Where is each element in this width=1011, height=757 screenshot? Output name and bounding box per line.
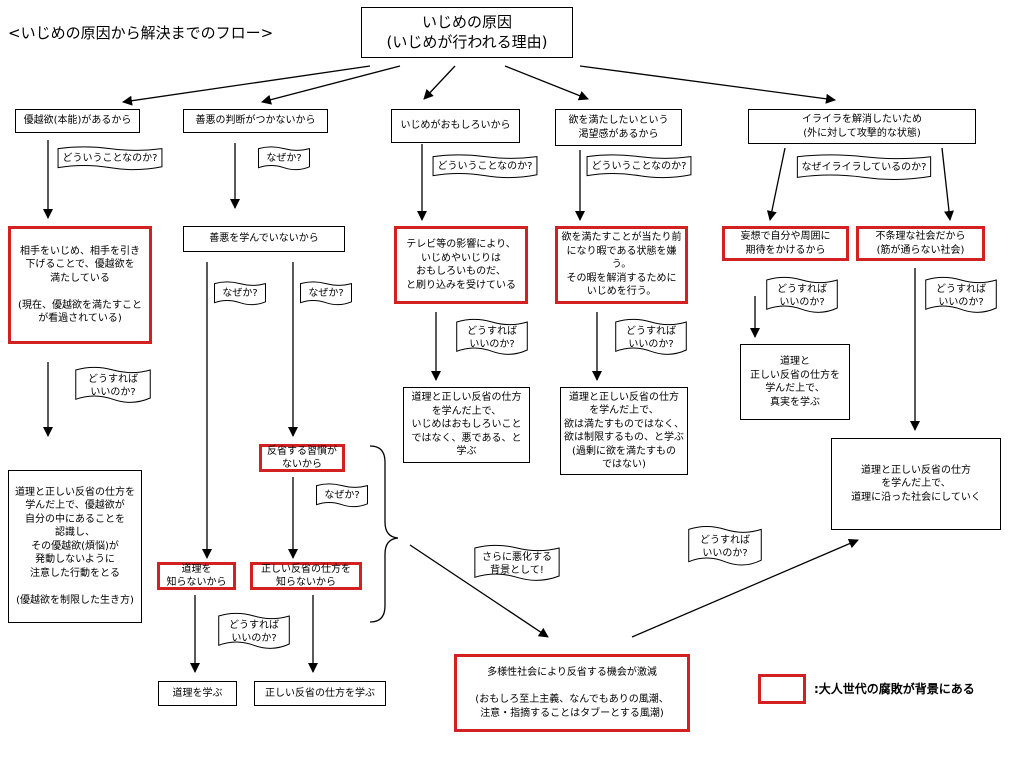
unfair-society-cause: 不条理な社会だから (筋が通らない社会) (856, 226, 985, 261)
flag-c2-why-habit: なぜか? (316, 483, 368, 509)
flag-c5-why: なぜイライラしているのか? (796, 154, 932, 182)
superiority-solution: 道理と正しい反省の仕方を 学んだ上で、優越欲が 自分の中にあることを 認識し、 … (8, 470, 142, 623)
flag-c4-how: どうすれば いいのか? (615, 318, 687, 358)
no-reflection-habit: 反省する習慣が ないから (259, 444, 345, 472)
flag-c1-how: どうすれば いいのか? (75, 366, 151, 406)
flag-c1-why: どういうことなのか? (57, 146, 163, 172)
flag-background-note: さらに悪化する 背景として! (474, 544, 560, 584)
superiority-detail: 相手をいじめ、相手を引き 下げることで、優越欲を 満たしている (現在、優越欲を… (8, 226, 152, 344)
flag-c5-how-left: どうすれば いいのか? (766, 276, 838, 316)
cause-no-judgment: 善悪の判断がつかないから (183, 109, 328, 133)
learn-reflection: 正しい反省の仕方を学ぶ (254, 681, 386, 706)
flag-c3-why: どういうことなのか? (432, 154, 538, 180)
flag-c2-how: どうすれば いいのか? (218, 612, 290, 652)
flag-final-how: どうすれば いいのか? (688, 525, 762, 569)
delusion-solution: 道理と 正しい反省の仕方を 学んだ上で、 真実を学ぶ (740, 344, 850, 420)
fun-solution: 道理と正しい反省の仕方 を学んだ上で、 いじめはおもしろいこと ではなく、悪であ… (403, 387, 530, 463)
flag-c2-why-left: なぜか? (214, 281, 266, 307)
legend-text: :大人世代の腐敗が背景にある (814, 682, 975, 696)
background-diversity-society: 多様性社会により反省する機会が激減 (おもしろ至上主義、なんでもありの風潮、 注… (454, 654, 690, 732)
flag-c3-how: どうすれば いいのか? (456, 318, 528, 358)
cause-fun: いじめがおもしろいから (391, 109, 520, 143)
craving-solution: 道理と正しい反省の仕方 を学んだ上で、 欲は満たすものではなく、 欲は制限するも… (560, 387, 688, 475)
legend-red-box (758, 674, 806, 704)
delusion-cause: 妄想で自分や周囲に 期待をかけるから (722, 226, 849, 261)
learn-reason: 道理を学ぶ (158, 681, 237, 706)
flag-c5-how-right: どうすれば いいのか? (925, 276, 997, 316)
main-cause-box: いじめの原因 (いじめが行われる理由) (361, 7, 573, 58)
not-learned-good-evil: 善悪を学んでいないから (183, 226, 345, 252)
not-know-reflection: 正しい反省の仕方を 知らないから (250, 562, 362, 590)
page-title: <いじめの原因から解決までのフロー> (8, 24, 274, 42)
craving-detail: 欲を満たすことが当たり前 になり暇である状態を嫌う。 その暇を解消するために い… (555, 226, 688, 304)
cause-irritation: イライラを解消したいため (外に対して攻撃的な状態) (748, 109, 976, 144)
fun-detail: テレビ等の影響により、 いじめやいじりは おもしろいものだ、 と刷り込みを受けて… (394, 226, 528, 304)
not-know-reason: 道理を 知らないから (157, 562, 236, 590)
cause-craving: 欲を満たしたいという 渇望感があるから (555, 109, 682, 146)
flag-c4-why: どういうことなのか? (586, 154, 692, 180)
flag-c2-why: なぜか? (258, 146, 310, 172)
unfair-society-solution: 道理と正しい反省の仕方 を学んだ上で、 道理に沿った社会にしていく (831, 438, 1001, 530)
cause-superiority: 優越欲(本能)があるから (15, 109, 140, 133)
flag-c2-why-right: なぜか? (300, 281, 352, 307)
